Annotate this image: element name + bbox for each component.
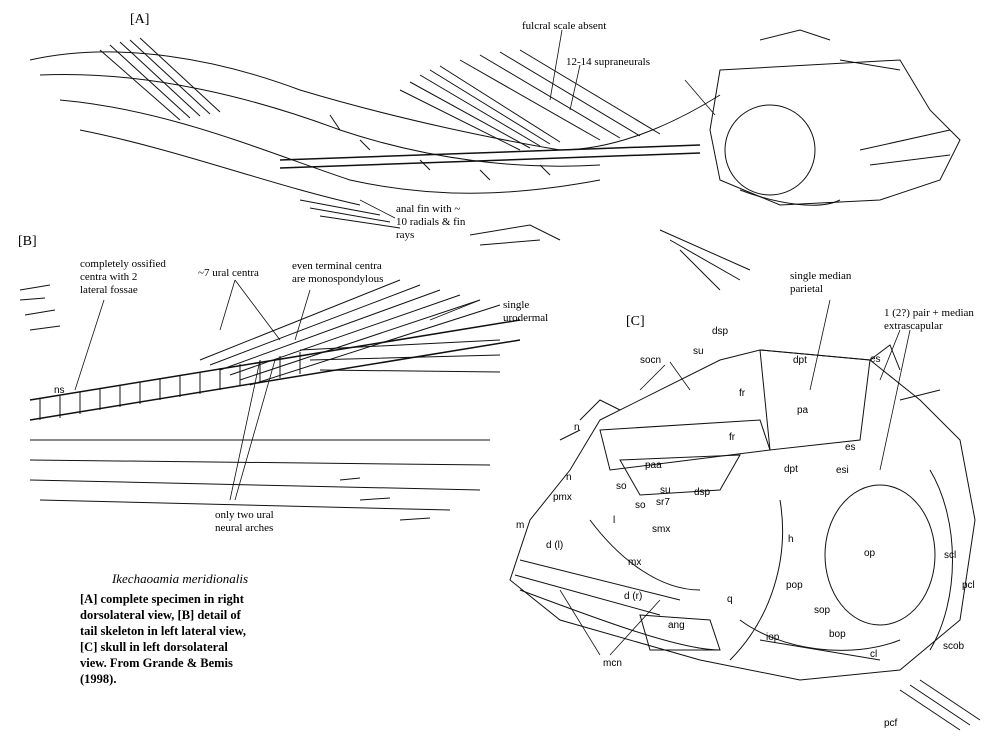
bone-label-dpt: dpt <box>793 355 807 366</box>
anal-fin-label: anal fin with ~ 10 radials & fin rays <box>396 203 466 241</box>
bone-label-q: q <box>727 594 733 605</box>
bone-label-fr: fr <box>739 388 746 399</box>
tail-skeleton-b-drawing <box>19 279 521 521</box>
bone-label-smx: smx <box>652 524 671 535</box>
bone-label-scl: scl <box>944 550 957 561</box>
specimen-a-drawing <box>29 29 961 291</box>
bone-label-pcf: pcf <box>884 718 898 729</box>
bone-label-su: su <box>693 346 704 357</box>
bone-label-l: l <box>613 515 616 526</box>
bone-label-es: es <box>870 354 881 365</box>
skull-c-drawing <box>509 344 981 731</box>
panel-label-b: [B] <box>18 234 37 249</box>
bone-label-su-2: su <box>660 485 671 496</box>
bone-label-pmx: pmx <box>553 492 572 503</box>
bone-label-so-2: so <box>635 500 646 511</box>
bone-label-op: op <box>864 548 876 559</box>
caption-text: [A] complete specimen in right dorsolate… <box>80 592 246 686</box>
bone-label-scob: scob <box>943 641 965 652</box>
bone-label-d-left: d (l) <box>546 540 564 551</box>
bone-label-pcl: pcl <box>962 580 975 591</box>
bone-label-dsp-2: dsp <box>694 487 711 498</box>
figure-caption: Ikechaoamia meridionalis [A] complete sp… <box>80 571 280 687</box>
bone-label-so: so <box>616 481 627 492</box>
bone-label-d-right: d (r) <box>624 591 643 602</box>
bone-label-iop: iop <box>766 632 780 643</box>
species-name: Ikechaoamia meridionalis <box>111 571 249 586</box>
bone-label-n-2: n <box>566 472 572 483</box>
parietal-label: single median parietal <box>790 270 852 295</box>
ural-centra-label: ~7 ural centra <box>198 267 259 279</box>
leader-lines <box>74 29 911 656</box>
bone-label-pa: pa <box>797 405 809 416</box>
neural-arches-label: only two ural neural arches <box>215 509 274 534</box>
bone-label-mx: mx <box>628 557 642 568</box>
supraneurals-label: 12-14 supraneurals <box>566 56 651 68</box>
bone-label-mcn: mcn <box>603 658 622 669</box>
bone-label-ang: ang <box>668 620 685 631</box>
urodermal-label: single urodermal <box>503 299 549 324</box>
panel-label-c: [C] <box>626 314 645 329</box>
bone-label-socn: socn <box>640 355 662 366</box>
bone-label-paa: paa <box>645 460 662 471</box>
bone-label-h: h <box>788 534 794 545</box>
fulcral-scale-label: fulcral scale absent <box>522 20 607 32</box>
ossified-centra-label: completely ossified centra with 2 latera… <box>80 258 166 296</box>
bone-label-pop: pop <box>786 580 803 591</box>
bone-label-esi: esi <box>836 465 849 476</box>
bone-label-bop: bop <box>829 629 846 640</box>
panel-label-a: [A] <box>130 12 150 27</box>
bone-label-m: m <box>516 520 525 531</box>
bone-label-cl: cl <box>870 649 878 660</box>
bone-label-n: n <box>574 422 580 433</box>
bone-label-sop: sop <box>814 605 831 616</box>
bone-label-fr-2: fr <box>729 432 736 443</box>
bone-label-ns: ns <box>54 385 65 396</box>
bone-label-sr7: sr7 <box>656 497 670 508</box>
extrascapular-label: 1 (2?) pair + median extrascapular <box>884 307 974 332</box>
bone-label-dpt-2: dpt <box>784 464 798 475</box>
bone-label-dsp: dsp <box>712 326 729 337</box>
terminal-centra-label: even terminal centra are monospondylous <box>292 260 384 285</box>
bone-label-es-2: es <box>845 442 856 453</box>
